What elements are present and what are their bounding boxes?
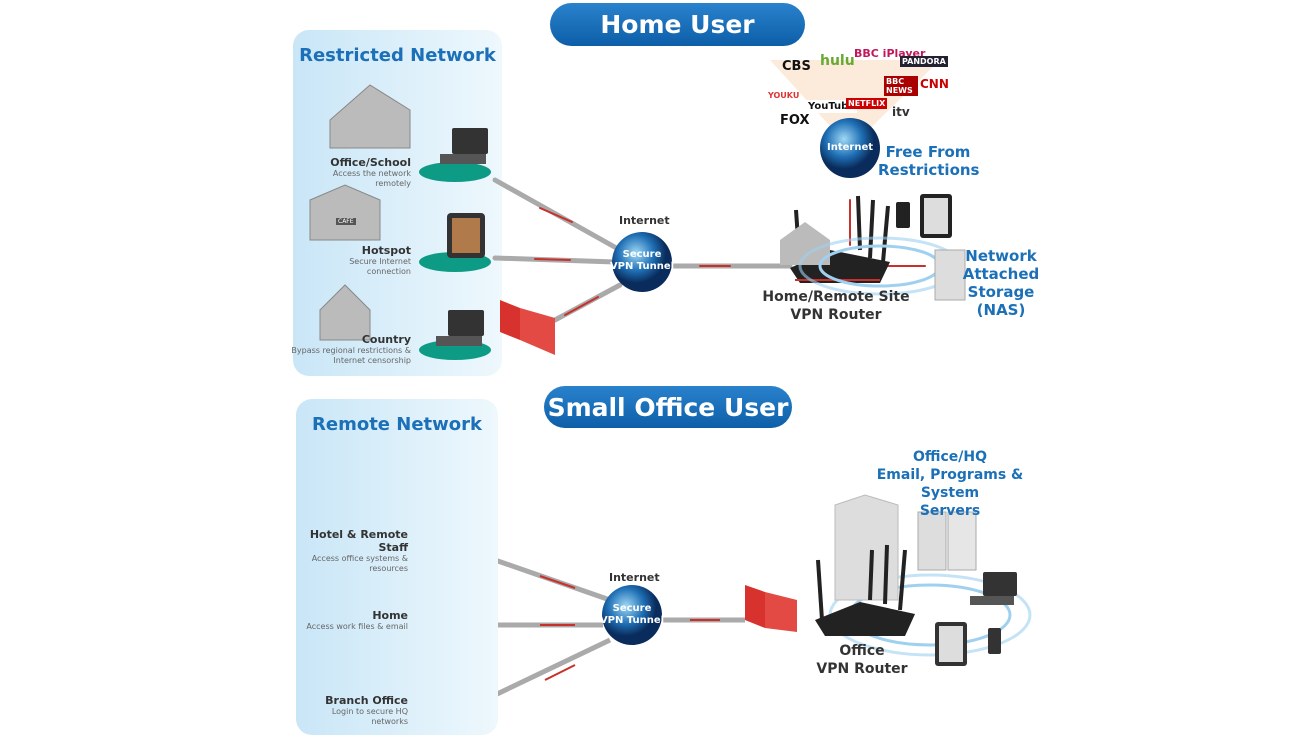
source-desc: connection bbox=[366, 267, 411, 276]
source-name: Office/School bbox=[330, 156, 411, 169]
vpn-tunnel-lines-top bbox=[492, 177, 926, 323]
tunnel-label-line: VPN Tunnel bbox=[609, 261, 675, 272]
source-desc: Access office systems & bbox=[311, 554, 408, 563]
cafe-sign: CAFE bbox=[336, 218, 356, 225]
globe-label: Internet bbox=[826, 142, 873, 153]
nas-label-line: Network bbox=[965, 247, 1037, 265]
hq-label-line: Email, Programs & System bbox=[876, 467, 1024, 501]
logo-netflix: NETFLIX bbox=[846, 98, 888, 109]
source-name: Hotspot bbox=[361, 244, 411, 257]
source-desc: resources bbox=[369, 564, 408, 573]
source-desc: remotely bbox=[375, 179, 411, 188]
logo-hulu: hulu bbox=[820, 53, 855, 69]
internet-label: Internet bbox=[619, 214, 670, 227]
firewall-icon bbox=[500, 300, 555, 355]
source-desc: Access work files & email bbox=[306, 622, 408, 631]
hq-label-line: Servers bbox=[919, 503, 981, 519]
office-building-icon bbox=[834, 494, 899, 601]
tunnel-label-line: Secure bbox=[612, 603, 652, 614]
free-label-line: Free From bbox=[885, 143, 971, 161]
small-office-user-title: Small Office User bbox=[544, 386, 792, 428]
nas-label-line: Attached bbox=[962, 265, 1040, 283]
tunnel-label-line: VPN Tunnel bbox=[599, 615, 665, 626]
source-desc: Secure Internet bbox=[349, 257, 411, 266]
internet-label: Internet bbox=[609, 571, 660, 584]
source-desc: Login to secure HQ bbox=[331, 707, 408, 716]
logo-youtube: YouTube bbox=[806, 100, 858, 113]
source-name: Hotel & Remote Staff bbox=[309, 528, 408, 554]
source-desc: networks bbox=[371, 717, 408, 726]
logo-cnn: CNN bbox=[920, 77, 949, 91]
source-name: Country bbox=[361, 333, 411, 346]
vpn-tunnel-lines-bottom bbox=[493, 557, 745, 698]
firewall-icon bbox=[745, 585, 797, 632]
remote-network-panel: Remote Network bbox=[296, 399, 498, 735]
logo-bbc-news: BBC NEWS bbox=[884, 76, 918, 96]
source-desc: Access the network bbox=[332, 169, 411, 178]
remote-network-title: Remote Network bbox=[312, 414, 482, 435]
logo-itv: itv bbox=[892, 105, 910, 119]
nas-label-line: Storage bbox=[967, 283, 1035, 301]
vpn-globe-icon bbox=[612, 232, 672, 292]
logo-fox: FOX bbox=[780, 113, 810, 128]
source-desc: Internet censorship bbox=[333, 356, 411, 365]
tunnel-label-line: Secure bbox=[622, 249, 662, 260]
source-name: Home bbox=[372, 609, 408, 622]
restricted-network-title: Restricted Network bbox=[299, 45, 496, 66]
internet-globe-icon bbox=[820, 118, 880, 178]
logo-cbs: CBS bbox=[782, 59, 811, 74]
logo-youku: YOUKU bbox=[768, 91, 800, 100]
router-label-line: VPN Router bbox=[790, 307, 882, 323]
devices-icon bbox=[935, 572, 1017, 666]
hq-label-line: Office/HQ bbox=[912, 449, 988, 465]
free-label-line: Restrictions bbox=[878, 161, 980, 179]
router-icon bbox=[815, 544, 915, 636]
nas-label-line: (NAS) bbox=[976, 301, 1026, 319]
source-name: Branch Office bbox=[325, 694, 408, 707]
phone-tablet-icons bbox=[896, 194, 952, 238]
router-label-line: Home/Remote Site bbox=[762, 289, 910, 305]
vpn-globe-icon bbox=[602, 585, 662, 645]
home-user-title: Home User bbox=[550, 3, 805, 46]
server-icon bbox=[917, 511, 977, 571]
source-desc: Bypass regional restrictions & bbox=[291, 346, 411, 355]
router-label-line: Office bbox=[839, 643, 885, 659]
logo-pandora: PANDORA bbox=[900, 56, 948, 67]
nas-icon bbox=[934, 249, 966, 301]
router-label-line: VPN Router bbox=[816, 661, 908, 677]
